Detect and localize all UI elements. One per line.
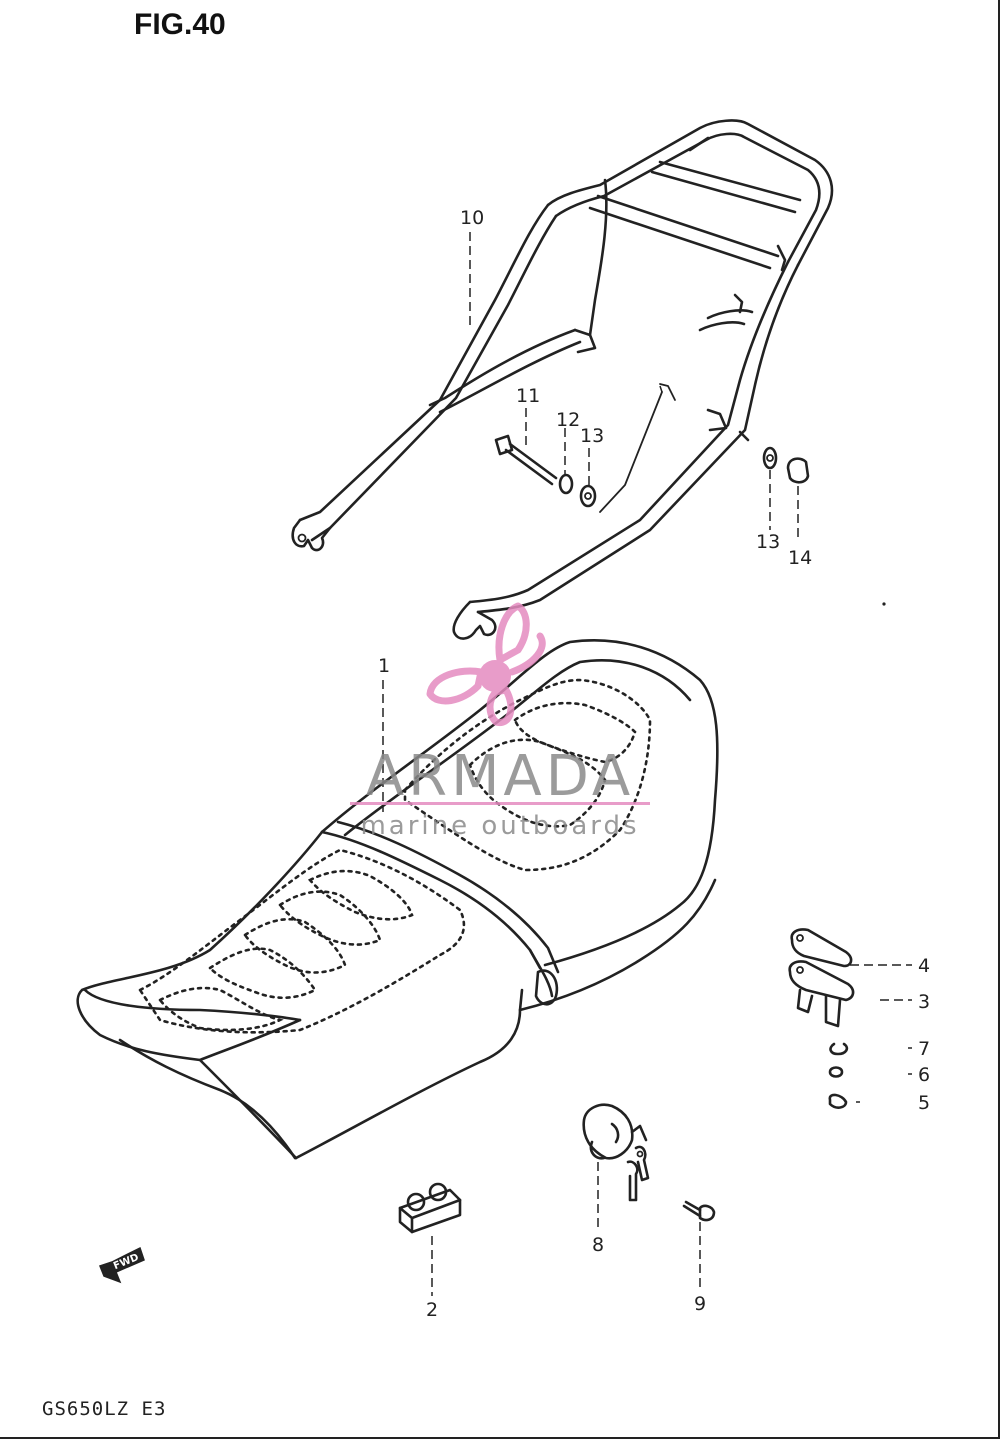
callout-2: 2 (426, 1299, 438, 1321)
part-9-drawing (682, 1200, 716, 1222)
callout-labels: 10 11 12 13 13 14 1 4 3 7 6 5 8 9 2 (378, 207, 930, 1321)
callout-4: 4 (918, 955, 930, 977)
figure-title: FIG.40 (134, 8, 226, 41)
callout-1: 1 (378, 655, 390, 677)
watermark-divider (350, 802, 650, 805)
rear-carrier-drawing (291, 119, 834, 640)
washer-nut-13-14-drawing (762, 446, 810, 484)
part-5-drawing (828, 1093, 848, 1109)
propeller-logo-icon (426, 602, 546, 726)
speck (882, 602, 886, 606)
callout-7: 7 (918, 1038, 930, 1060)
callout-6: 6 (918, 1064, 930, 1086)
callout-8: 8 (592, 1234, 604, 1256)
callout-13b: 13 (756, 531, 780, 553)
leader-lines (382, 232, 912, 1296)
fwd-arrow-icon: FWD (99, 1246, 145, 1284)
callout-10: 10 (460, 207, 484, 229)
model-code: GS650LZ E3 (42, 1398, 167, 1420)
watermark: ARMADA marine outboards (350, 602, 650, 841)
callout-12: 12 (556, 409, 580, 431)
washers-12-13-drawing (558, 473, 597, 508)
bolt-11-drawing (494, 434, 558, 486)
part-2-drawing (398, 1182, 462, 1234)
part-4-drawing (790, 928, 853, 968)
watermark-brand: ARMADA (366, 744, 634, 809)
seat-drawing (76, 639, 719, 1160)
callout-5: 5 (918, 1092, 930, 1114)
part-7-drawing (829, 1042, 849, 1056)
callout-14: 14 (788, 547, 812, 569)
callout-9: 9 (694, 1293, 706, 1315)
part-3-drawing (788, 960, 855, 1028)
part-8-drawing (582, 1103, 650, 1202)
part-6-drawing (828, 1066, 844, 1078)
callout-13a: 13 (580, 425, 604, 447)
callout-11: 11 (516, 385, 540, 407)
watermark-tagline: marine outboards (360, 811, 639, 841)
callout-3: 3 (918, 991, 930, 1013)
